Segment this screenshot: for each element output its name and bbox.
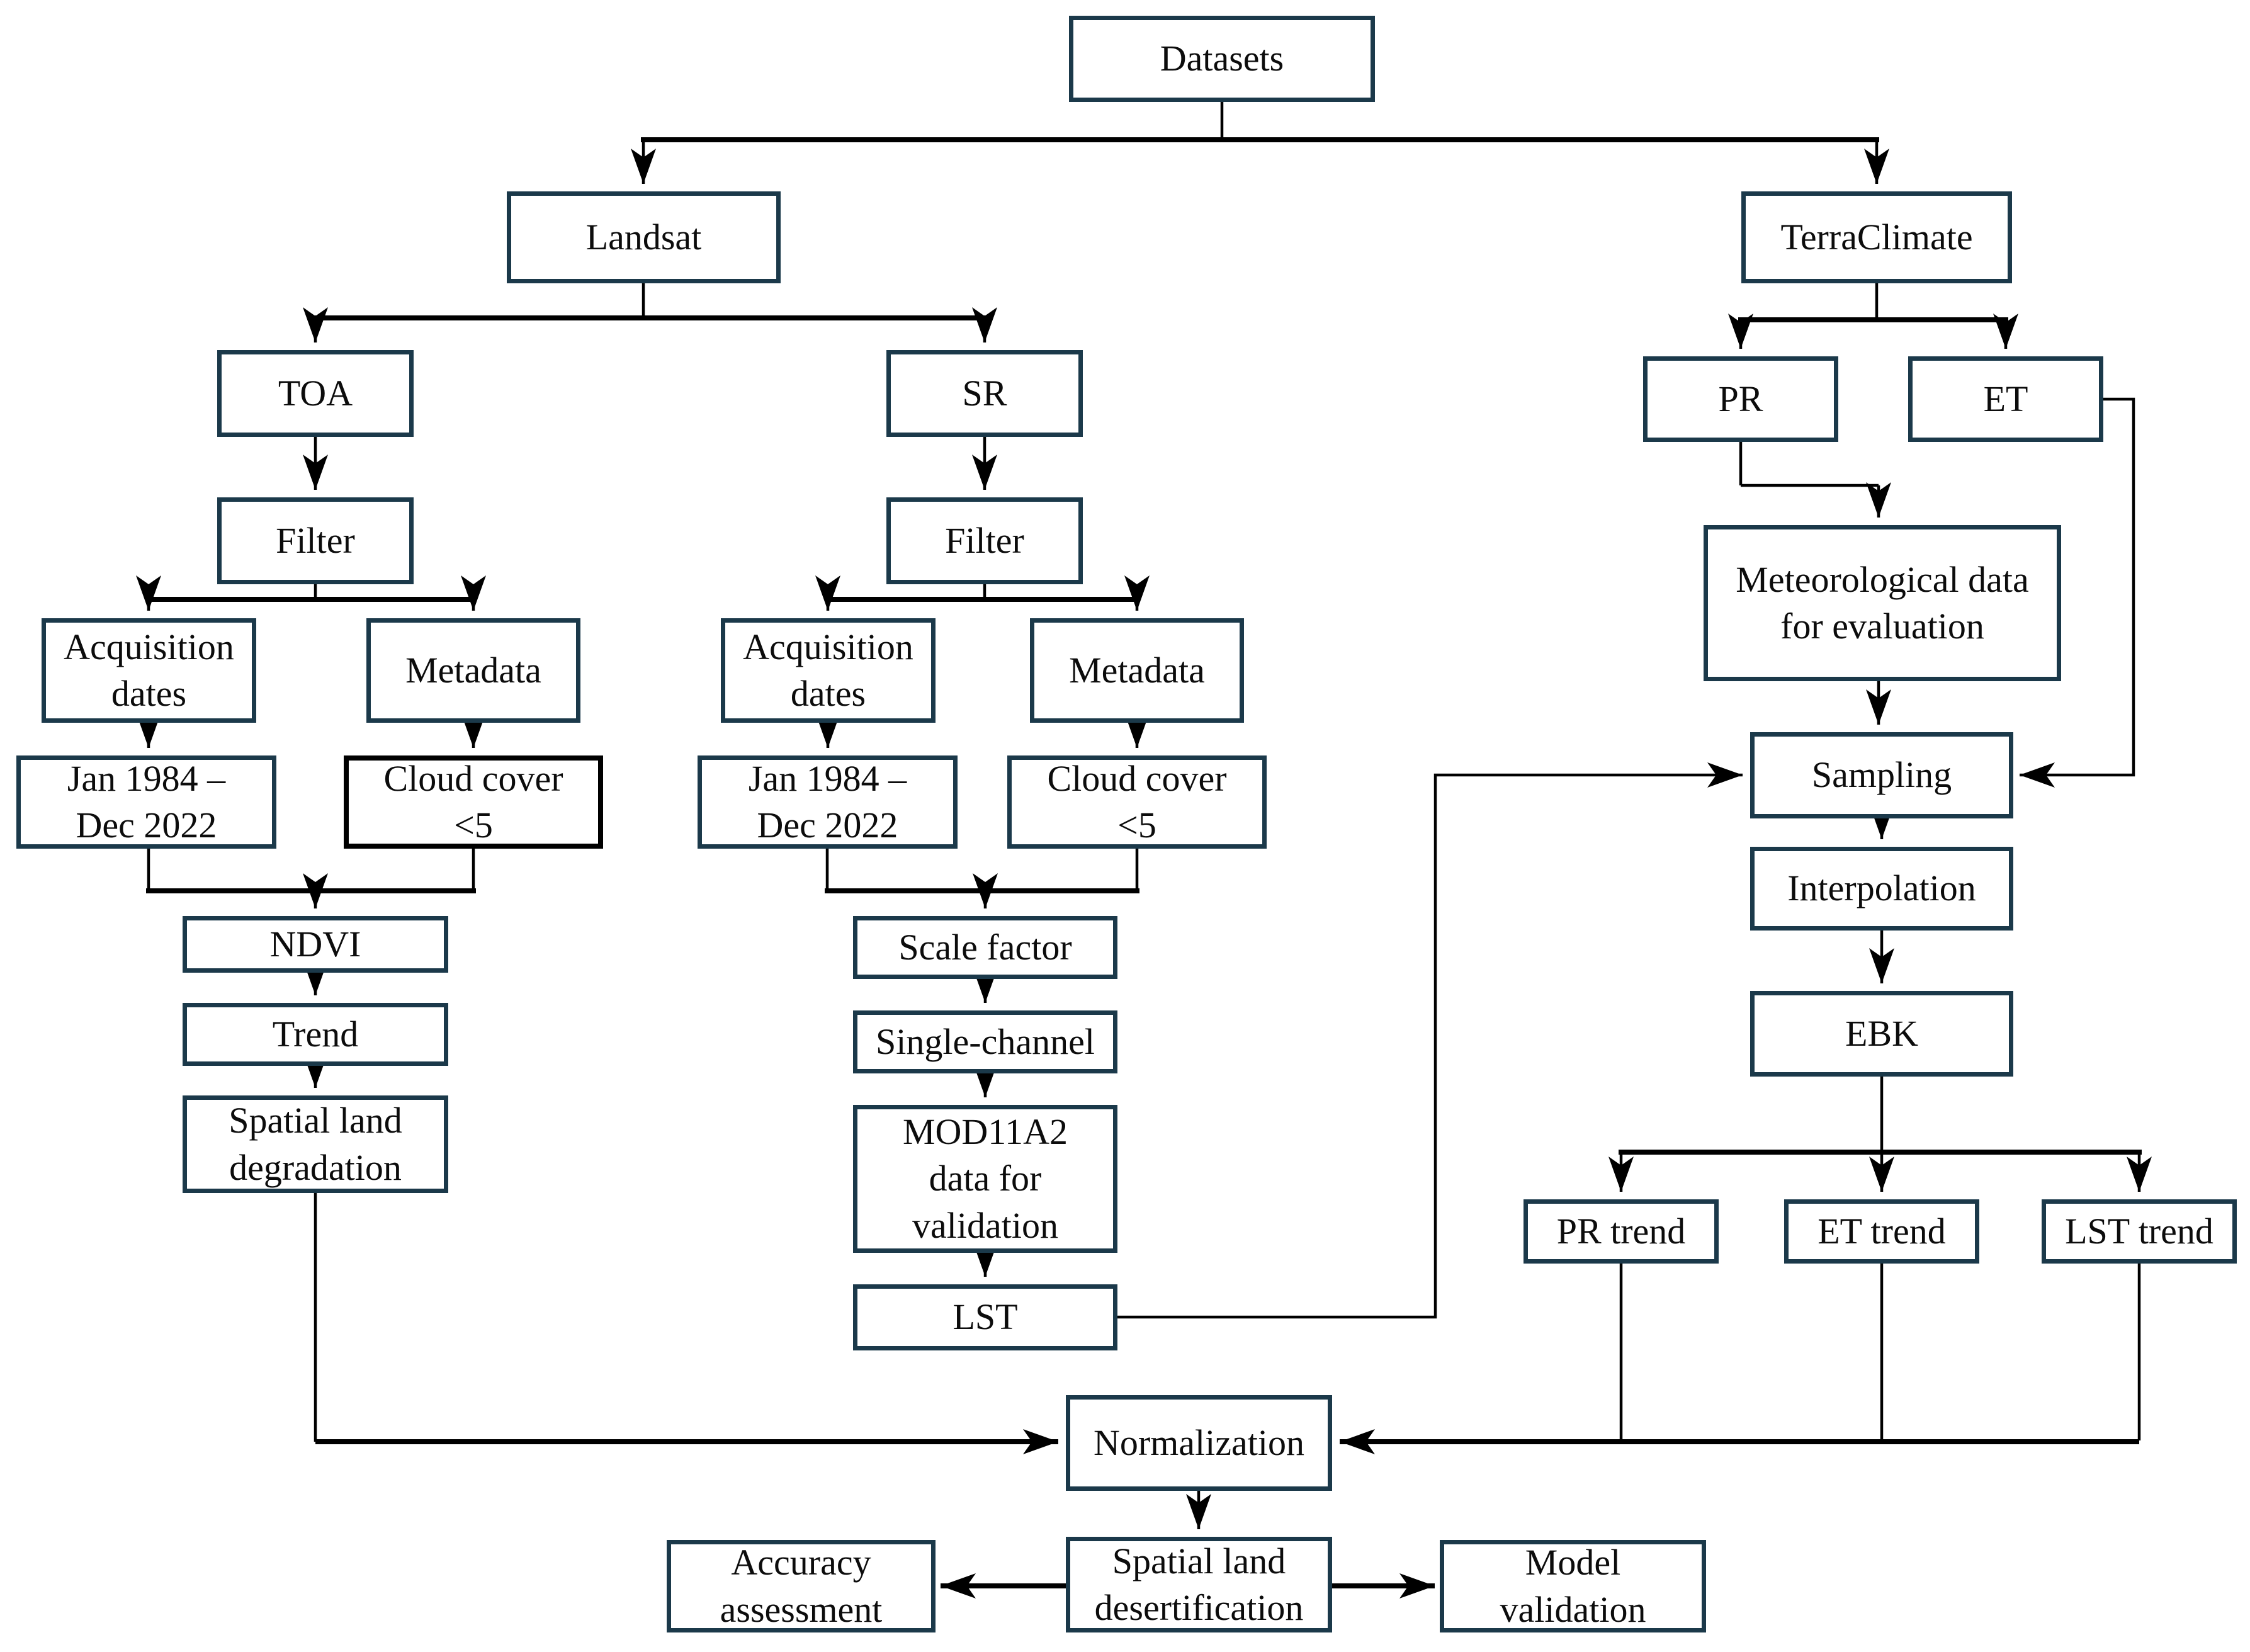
node-filter-sr-label: Filter xyxy=(945,519,1024,561)
node-metadata-toa: Metadata xyxy=(366,618,580,723)
node-trend: Trend xyxy=(183,1003,448,1066)
node-sr: SR xyxy=(886,350,1083,437)
plain-vertical-lines xyxy=(147,102,2141,1442)
node-lst-trend: LST trend xyxy=(2042,1199,2237,1264)
node-metadata-sr-label: Metadata xyxy=(1069,649,1205,691)
node-landsat: Landsat xyxy=(507,191,781,283)
node-terraclimate-label: TerraClimate xyxy=(1780,216,1973,257)
node-ndvi-label: NDVI xyxy=(269,923,361,965)
node-trend-label: Trend xyxy=(272,1013,359,1055)
node-et-trend-label: ET trend xyxy=(1818,1210,1946,1252)
node-accuracy-assessment: Accuracy assessment xyxy=(667,1540,936,1632)
thick-arrow-connectors xyxy=(315,1429,2139,1598)
node-scale-factor: Scale factor xyxy=(853,916,1117,979)
node-datasets: Datasets xyxy=(1069,16,1375,102)
node-date-range-toa: Jan 1984 – Dec 2022 xyxy=(16,755,276,849)
node-meteorological-data-label: Meteorological data for evaluation xyxy=(1736,558,2029,647)
node-acquisition-dates-sr: Acquisition dates xyxy=(721,618,936,723)
node-et: ET xyxy=(1908,356,2103,442)
node-datasets-label: Datasets xyxy=(1160,38,1284,79)
node-filter-toa-label: Filter xyxy=(276,519,355,561)
node-pr-label: PR xyxy=(1718,378,1763,419)
node-spatial-land-desertification-label: Spatial land desertification xyxy=(1094,1540,1304,1628)
node-model-validation: Model validation xyxy=(1440,1540,1706,1632)
node-sampling: Sampling xyxy=(1750,732,2013,818)
node-spatial-land-degradation: Spatial land degradation xyxy=(183,1095,448,1193)
node-acquisition-dates-sr-label: Acquisition dates xyxy=(743,626,913,714)
node-filter-sr: Filter xyxy=(886,497,1083,584)
node-date-range-sr-label: Jan 1984 – Dec 2022 xyxy=(748,757,907,846)
node-accuracy-assessment-label: Accuracy assessment xyxy=(720,1542,883,1630)
node-pr-trend-label: PR trend xyxy=(1556,1210,1686,1252)
node-date-range-sr: Jan 1984 – Dec 2022 xyxy=(698,755,958,849)
node-spatial-land-desertification: Spatial land desertification xyxy=(1066,1537,1332,1632)
node-toa-label: TOA xyxy=(278,372,353,414)
node-lst-trend-label: LST trend xyxy=(2065,1210,2213,1252)
node-ebk-label: EBK xyxy=(1845,1012,1918,1054)
node-normalization-label: Normalization xyxy=(1093,1422,1304,1463)
node-toa: TOA xyxy=(217,350,414,437)
node-mod11a2-validation: MOD11A2 data for validation xyxy=(853,1105,1117,1253)
node-single-channel-label: Single-channel xyxy=(876,1021,1095,1062)
node-cloud-cover-toa-label: Cloud cover <5 xyxy=(383,757,563,846)
node-lst: LST xyxy=(853,1284,1117,1350)
node-ebk: EBK xyxy=(1750,991,2013,1077)
node-et-label: ET xyxy=(1983,378,2028,419)
node-cloud-cover-toa: Cloud cover <5 xyxy=(344,755,603,849)
node-scale-factor-label: Scale factor xyxy=(898,926,1072,968)
node-pr-trend: PR trend xyxy=(1524,1199,1719,1264)
node-metadata-sr: Metadata xyxy=(1030,618,1244,723)
node-single-channel: Single-channel xyxy=(853,1010,1117,1073)
node-metadata-toa-label: Metadata xyxy=(405,649,541,691)
node-acquisition-dates-toa-label: Acquisition dates xyxy=(64,626,234,714)
node-normalization: Normalization xyxy=(1066,1395,1332,1491)
node-model-validation-label: Model validation xyxy=(1500,1542,1646,1630)
node-et-trend: ET trend xyxy=(1784,1199,1979,1264)
node-terraclimate: TerraClimate xyxy=(1741,191,2012,283)
node-sr-label: SR xyxy=(962,372,1007,414)
node-cloud-cover-sr: Cloud cover <5 xyxy=(1007,755,1267,849)
node-meteorological-data: Meteorological data for evaluation xyxy=(1704,525,2061,681)
node-date-range-toa-label: Jan 1984 – Dec 2022 xyxy=(67,757,226,846)
node-lst-label: LST xyxy=(953,1296,1018,1338)
node-spatial-land-degradation-label: Spatial land degradation xyxy=(229,1100,402,1188)
node-filter-toa: Filter xyxy=(217,497,414,584)
node-ndvi: NDVI xyxy=(183,916,448,973)
node-acquisition-dates-toa: Acquisition dates xyxy=(42,618,256,723)
node-cloud-cover-sr-label: Cloud cover <5 xyxy=(1047,757,1227,846)
node-sampling-label: Sampling xyxy=(1811,754,1952,796)
arrow-connectors xyxy=(136,140,2152,1529)
node-pr: PR xyxy=(1643,356,1838,442)
node-interpolation-label: Interpolation xyxy=(1787,868,1976,909)
node-mod11a2-validation-label: MOD11A2 data for validation xyxy=(902,1111,1068,1246)
node-landsat-label: Landsat xyxy=(585,216,702,257)
node-interpolation: Interpolation xyxy=(1750,847,2013,931)
